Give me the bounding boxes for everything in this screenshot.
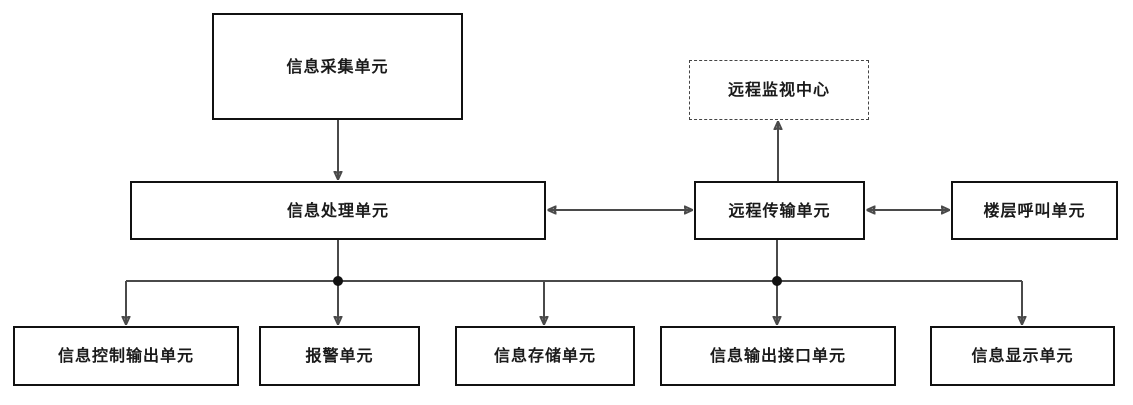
node-control-output[interactable]: 信息控制输出单元 (13, 326, 239, 386)
node-label: 信息存储单元 (493, 346, 596, 365)
node-remote-monitoring-center[interactable]: 远程监视中心 (689, 60, 869, 120)
node-storage[interactable]: 信息存储单元 (455, 326, 635, 386)
node-alarm[interactable]: 报警单元 (259, 326, 420, 386)
node-label: 远程监视中心 (727, 80, 830, 99)
junction-dot (772, 276, 782, 286)
node-label: 信息控制输出单元 (57, 346, 194, 365)
node-remote-transmission[interactable]: 远程传输单元 (694, 181, 865, 240)
node-output-interface[interactable]: 信息输出接口单元 (660, 326, 896, 386)
node-label: 信息处理单元 (286, 200, 389, 220)
node-label: 报警单元 (305, 346, 374, 365)
node-label: 信息采集单元 (286, 56, 389, 76)
node-display[interactable]: 信息显示单元 (930, 326, 1115, 386)
node-collection[interactable]: 信息采集单元 (212, 13, 463, 120)
node-label: 信息显示单元 (971, 346, 1074, 365)
node-floor-call[interactable]: 楼层呼叫单元 (951, 181, 1118, 240)
node-label: 远程传输单元 (728, 200, 831, 220)
node-label: 信息输出接口单元 (709, 346, 846, 365)
junction-dot (333, 276, 343, 286)
node-processing[interactable]: 信息处理单元 (130, 181, 546, 240)
node-label: 楼层呼叫单元 (983, 200, 1086, 220)
